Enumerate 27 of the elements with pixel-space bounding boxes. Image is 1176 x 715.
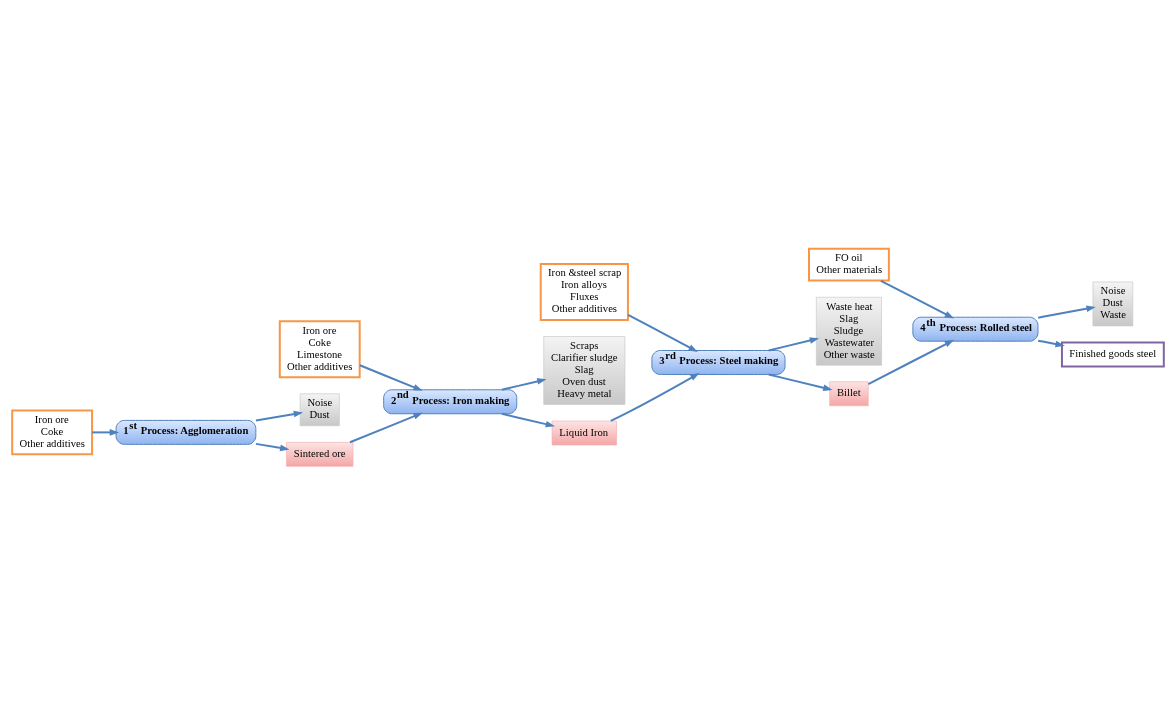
arrow <box>867 339 955 386</box>
arrow <box>91 429 120 436</box>
node-box: Scraps Clarifier sludge Slag Oven dust Heavy metal <box>543 336 626 405</box>
node-box: Liquid Iron <box>551 420 617 446</box>
arrow <box>500 378 547 391</box>
arrow <box>767 337 820 352</box>
arrow <box>1037 305 1096 319</box>
arrow <box>879 279 955 319</box>
arrow <box>500 412 555 428</box>
node-box: Noise Dust Waste <box>1092 281 1134 327</box>
arrow <box>358 364 423 391</box>
arrow <box>627 313 698 352</box>
node-box: Iron ore Coke Other additives <box>11 409 94 456</box>
node-box: Sintered ore <box>286 442 354 467</box>
arrow <box>349 412 423 444</box>
arrow <box>767 373 833 391</box>
arrow <box>254 442 290 452</box>
node-box: Iron &steel scrap Iron alloys Fluxes Other additives <box>539 262 629 321</box>
node-box: Noise Dust <box>299 393 340 427</box>
node-box: Billet <box>829 381 869 407</box>
node-box: FO oil Other materials <box>808 247 890 282</box>
arrow <box>1037 339 1065 348</box>
arrow <box>609 373 700 422</box>
node-box: Finished goods steel <box>1060 341 1165 368</box>
node-box: Waste heat Slag Sludge Wastewater Other waste <box>816 296 882 366</box>
node-box: Iron ore Coke Limestone Other additives <box>278 320 361 379</box>
arrow <box>254 410 304 422</box>
